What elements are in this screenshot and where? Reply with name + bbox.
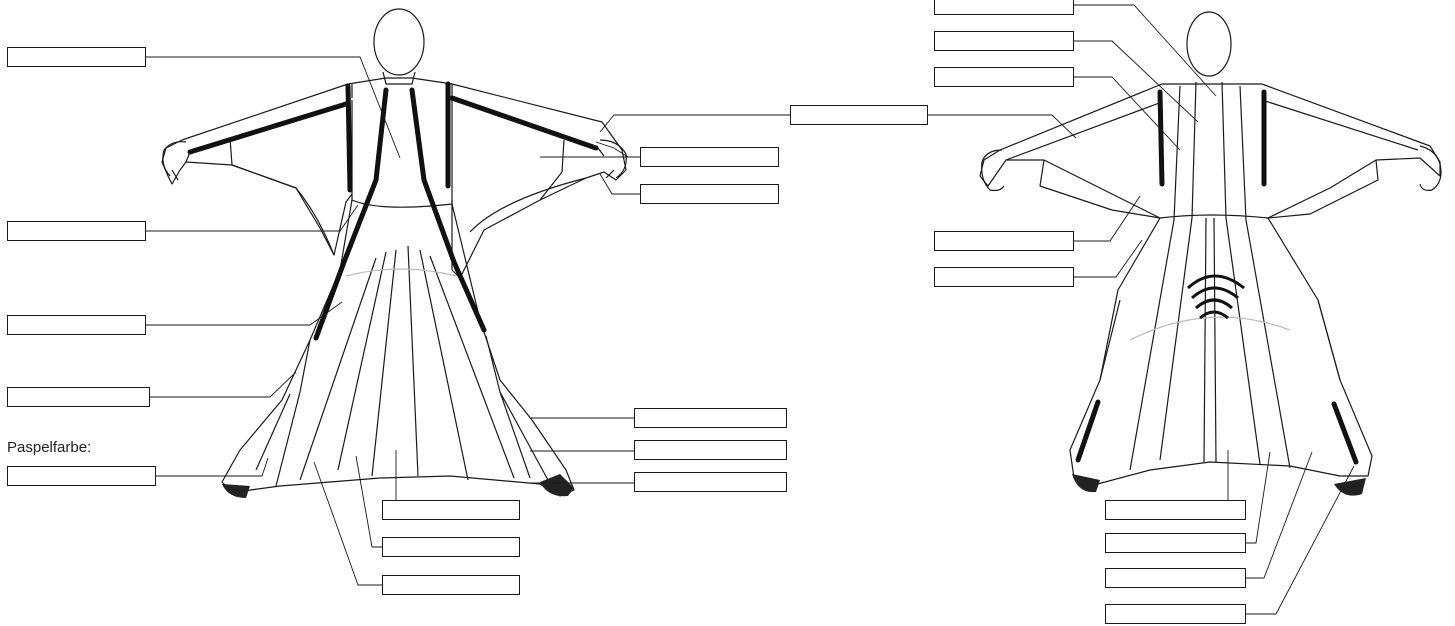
front-shoulder-lines [352,84,452,98]
back-spine-field[interactable] [934,31,1074,51]
front-side-panel-field[interactable] [7,221,146,241]
front-right-arm-zipper [452,98,596,148]
front-zipper-field[interactable] [7,315,146,335]
back-air-intake-icon [1188,276,1244,318]
front-piping-field[interactable] [7,466,156,486]
back-left-hand [982,150,1004,191]
back-right-leg-zipper [1334,404,1356,462]
leader-front-head-panel [146,57,400,158]
back-right-bootie [1334,478,1366,496]
front-suit [162,9,626,496]
front-left-armwing [230,138,334,255]
front-leg-panel-field[interactable] [7,387,150,407]
front-light-seam [346,269,456,276]
back-tail-outer-field[interactable] [1105,568,1246,588]
front-zippers [190,84,596,338]
back-head [1187,12,1231,76]
front-wrist-field[interactable] [640,147,779,167]
front-head-panel-field[interactable] [7,47,146,67]
leader-front-piping [156,458,268,476]
front-head [374,9,424,75]
leader-front-leg-panel [150,372,296,397]
leader-front-tail-mid [356,456,382,547]
back-neck-field[interactable] [934,0,1074,15]
leader-front-side-panel [146,205,358,231]
front-tail-outer-field[interactable] [382,575,520,595]
front-bootie-field[interactable] [634,472,787,492]
leader-back-leg-wing [1074,240,1142,277]
front-leg-lines [256,336,548,486]
front-leg-wing-1-field[interactable] [634,408,787,428]
front-left-hand [163,142,186,180]
front-tail-seams [300,246,514,480]
back-tail-mid-field[interactable] [1105,533,1246,553]
back-bootie-field[interactable] [1105,604,1246,624]
front-left-bootie [222,484,250,498]
front-tail-mid-field[interactable] [382,537,520,557]
leader-front-arm-wing-2 [600,174,640,194]
front-leg-wing-2-field[interactable] [634,440,787,460]
front-arm-wing-field[interactable] [640,184,779,204]
piping-color-label: Paspelfarbe: [7,439,91,456]
back-left-bootie [1072,474,1100,492]
back-tail-center-field[interactable] [1105,500,1246,520]
front-left-vert-zipper [348,86,350,190]
shared-arm-field[interactable] [790,105,928,125]
front-outline [162,78,626,278]
back-left-zipper [1160,92,1162,184]
front-torso [352,100,452,207]
leader-back-tail-outer [1246,452,1312,578]
back-left-leg-zipper [1078,402,1098,460]
front-tail-center-field[interactable] [382,500,520,520]
back-leg-wing-field[interactable] [934,267,1074,287]
leader-front-zipper [146,302,342,325]
back-side-field[interactable] [934,67,1074,87]
leader-back-neck [1074,5,1216,96]
back-arm-wing-field[interactable] [934,231,1074,251]
leader-back-tail-mid [1246,452,1270,543]
